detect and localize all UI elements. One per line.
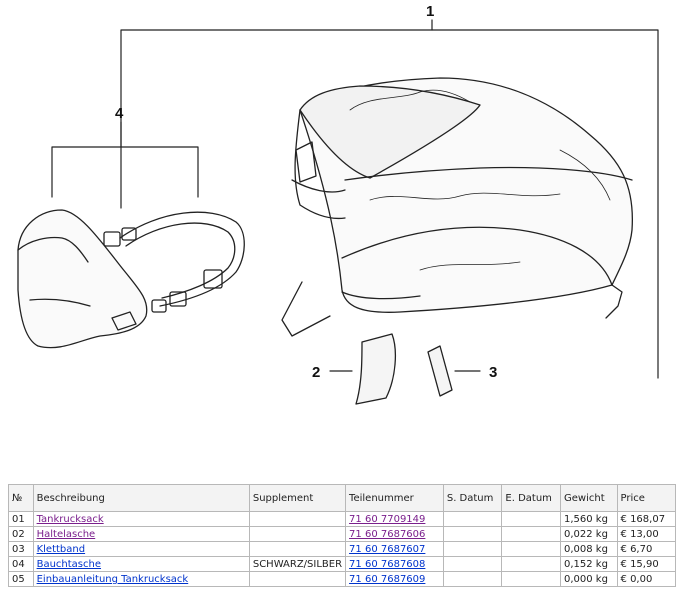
callout-3-label: 3	[489, 364, 497, 381]
cell-part: 71 60 7709149	[345, 511, 444, 527]
part-number-link[interactable]: 71 60 7687607	[349, 543, 426, 555]
part-number-link[interactable]: 71 60 7687608	[349, 558, 426, 570]
cell-desc: Klettband	[32, 541, 250, 557]
cell-end-date	[501, 556, 561, 572]
cell-start-date	[442, 571, 503, 587]
cell-supplement	[248, 526, 347, 542]
cell-start-date	[442, 556, 503, 572]
cell-supplement	[248, 511, 347, 527]
callout-4-bracket	[51, 146, 199, 198]
cell-no: 05	[8, 571, 34, 587]
part-number-link[interactable]: 71 60 7687606	[349, 528, 426, 540]
cell-start-date	[442, 526, 503, 542]
cell-supplement	[248, 571, 347, 587]
description-link[interactable]: Haltelasche	[36, 528, 96, 540]
header-weight: Gewicht	[560, 484, 618, 512]
callout-4-label: 4	[115, 105, 124, 122]
cell-start-date	[442, 511, 503, 527]
holding-tab-drawing	[355, 333, 396, 405]
cell-start-date	[442, 541, 503, 557]
cell-end-date	[501, 511, 561, 527]
cell-no: 01	[8, 511, 34, 527]
header-supplement: Supplement	[248, 484, 347, 512]
cell-supplement: SCHWARZ/SILBER	[248, 556, 347, 572]
cell-weight: 0,022 kg	[560, 526, 618, 542]
cell-part: 71 60 7687609	[345, 571, 444, 587]
part-number-link[interactable]: 71 60 7709149	[349, 513, 426, 525]
header-no: №	[8, 484, 34, 512]
cell-no: 03	[8, 541, 34, 557]
cell-desc: Tankrucksack	[32, 511, 250, 527]
cell-end-date	[501, 541, 561, 557]
cell-price: € 0,00	[616, 571, 677, 587]
cell-desc: Bauchtasche	[32, 556, 250, 572]
parts-diagram: 1 4 2 3	[17, 3, 659, 405]
header-price: Price	[616, 484, 677, 512]
cell-part: 71 60 7687607	[345, 541, 444, 557]
table-header-row: № Beschreibung Supplement Teilenummer S.…	[8, 484, 677, 512]
velcro-strip-drawing	[427, 345, 453, 397]
cell-weight: 0,152 kg	[560, 556, 618, 572]
part-number-link[interactable]: 71 60 7687609	[349, 573, 426, 585]
callout-1-label: 1	[426, 3, 434, 20]
description-link[interactable]: Einbauanleitung Tankrucksack	[36, 573, 189, 585]
cell-price: € 168,07	[616, 511, 677, 527]
description-link[interactable]: Bauchtasche	[36, 558, 102, 570]
parts-table: № Beschreibung Supplement Teilenummer S.…	[8, 484, 677, 587]
cell-desc: Haltelasche	[32, 526, 250, 542]
tank-bag-drawing	[281, 77, 634, 337]
header-end-date: E. Datum	[501, 484, 561, 512]
cell-end-date	[501, 526, 561, 542]
header-description: Beschreibung	[32, 484, 250, 512]
cell-desc: Einbauanleitung Tankrucksack	[32, 571, 250, 587]
cell-weight: 0,008 kg	[560, 541, 618, 557]
description-link[interactable]: Klettband	[36, 543, 86, 555]
waist-pouch-drawing	[17, 209, 245, 349]
cell-part: 71 60 7687608	[345, 556, 444, 572]
cell-price: € 15,90	[616, 556, 677, 572]
cell-supplement	[248, 541, 347, 557]
cell-price: € 13,00	[616, 526, 677, 542]
cell-price: € 6,70	[616, 541, 677, 557]
cell-part: 71 60 7687606	[345, 526, 444, 542]
cell-no: 02	[8, 526, 34, 542]
callout-2-label: 2	[312, 364, 320, 381]
header-part-number: Teilenummer	[345, 484, 444, 512]
cell-end-date	[501, 571, 561, 587]
cell-no: 04	[8, 556, 34, 572]
callout-1-bracket	[120, 29, 659, 379]
header-start-date: S. Datum	[442, 484, 503, 512]
cell-weight: 0,000 kg	[560, 571, 618, 587]
description-link[interactable]: Tankrucksack	[36, 513, 104, 525]
cell-weight: 1,560 kg	[560, 511, 618, 527]
